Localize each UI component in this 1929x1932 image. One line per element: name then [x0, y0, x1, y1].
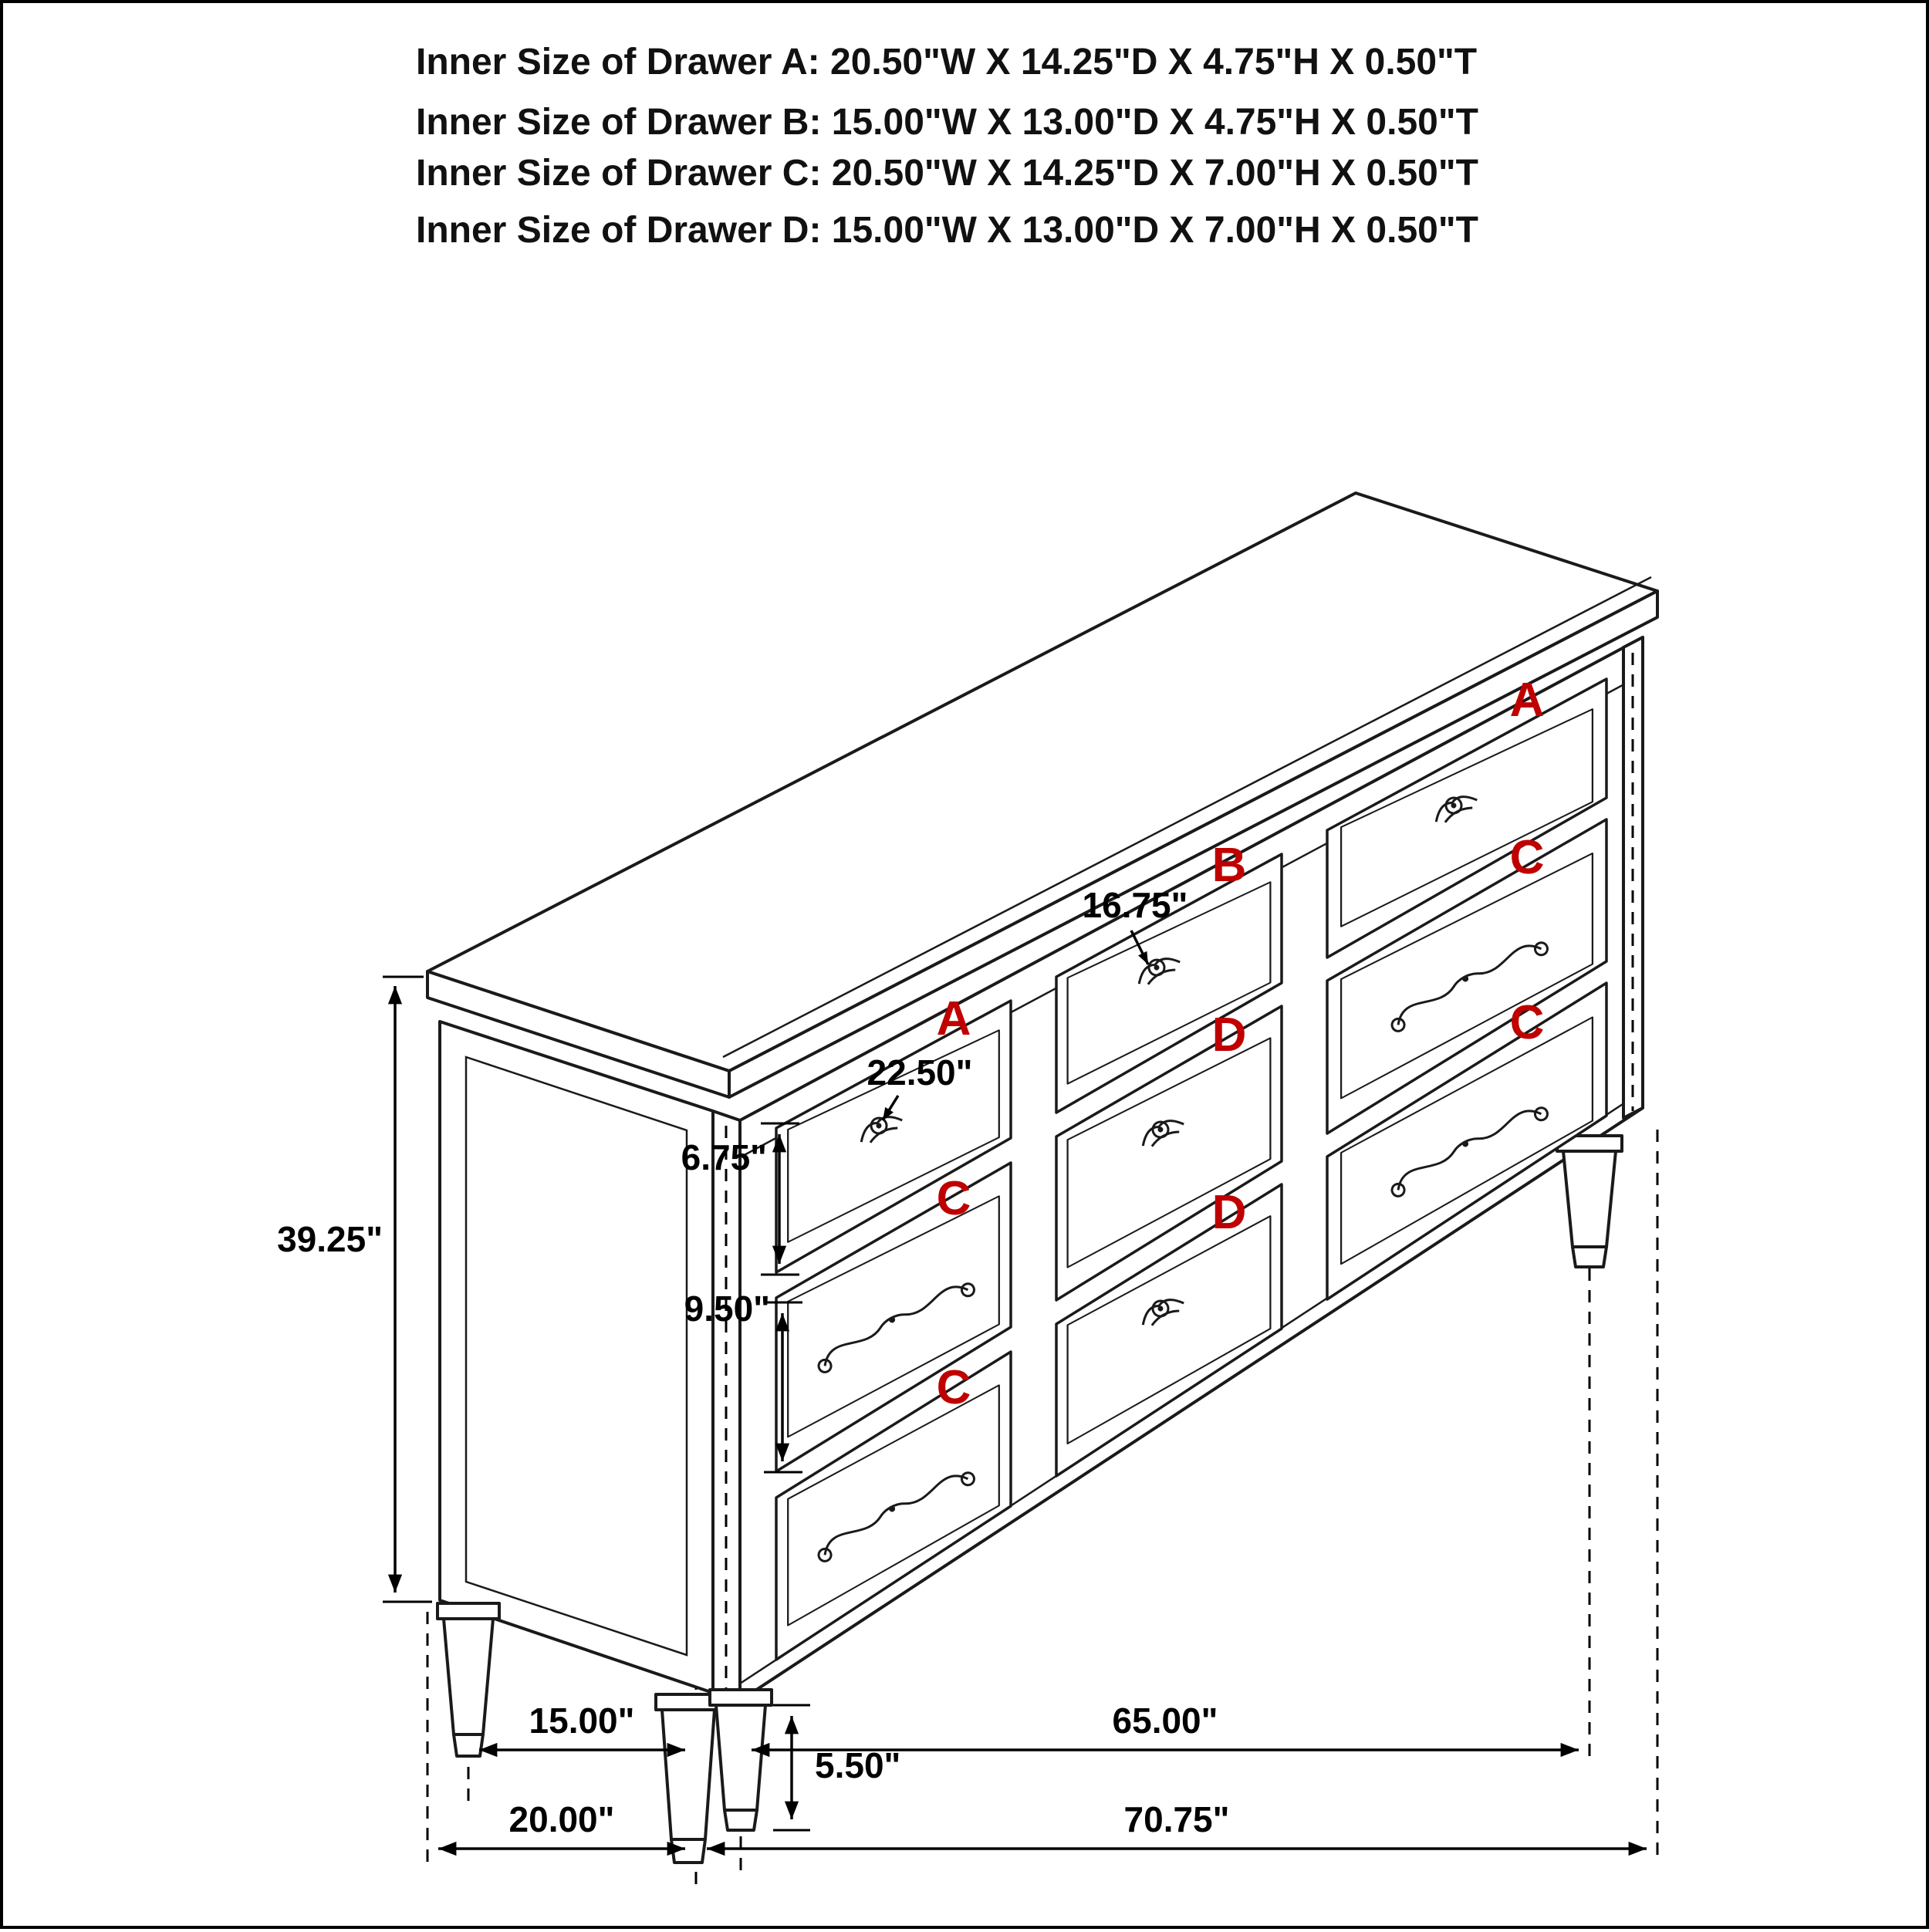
- dim-middle-drawer-width: 16.75": [1083, 885, 1188, 965]
- drawer-label-A-far: A: [1510, 674, 1545, 727]
- leg-front-left: [654, 1693, 722, 1864]
- drawers: A C C B D: [775, 674, 1608, 1661]
- header-line-drawer-b: Inner Size of Drawer B: 15.00"W X 13.00"…: [416, 102, 1478, 143]
- dim-leg-depth: 15.00": [479, 1701, 685, 1758]
- drawer-middle-top-B: B: [1055, 839, 1283, 1114]
- drawer-far-bottom-C: C: [1326, 981, 1608, 1301]
- dim-overall-height: 39.25": [277, 975, 432, 1603]
- dim-text-side-drawer-width: 22.50": [867, 1052, 973, 1093]
- dim-text-leg-depth: 15.00": [529, 1701, 635, 1741]
- dim-text-leg-height: 5.50": [815, 1745, 900, 1785]
- dimension-annotations: 39.25" 16.75" 22.50" 6.75" 9.50": [277, 885, 1647, 1856]
- dim-leg-span-width: 65.00": [752, 1701, 1579, 1758]
- dim-side-drawer-width: 22.50": [867, 1052, 973, 1121]
- leg-near-front: [708, 1688, 773, 1832]
- drawer-middle-middle-D: D: [1055, 1005, 1283, 1302]
- dim-leg-height: 5.50": [773, 1704, 900, 1832]
- drawer-near-bottom-C: C: [775, 1350, 1012, 1661]
- drawer-middle-bottom-D: D: [1055, 1183, 1283, 1478]
- header-line-drawer-a: Inner Size of Drawer A: 20.50"W X 14.25"…: [416, 42, 1477, 83]
- drawer-label-D-bottom: D: [1212, 1186, 1247, 1239]
- top-left-edge-band: [426, 970, 731, 1099]
- dim-text-overall-width: 70.75": [1124, 1799, 1230, 1839]
- dim-text-overall-depth: 20.00": [509, 1799, 615, 1839]
- dim-overall-width: 70.75": [707, 1799, 1647, 1856]
- dresser-legs: [436, 1134, 1623, 1864]
- header-line-drawer-c: Inner Size of Drawer C: 20.50"W X 14.25"…: [416, 153, 1478, 194]
- drawer-label-B: B: [1212, 839, 1247, 892]
- drawer-label-C-near-middle: C: [937, 1172, 971, 1225]
- header-line-drawer-d: Inner Size of Drawer D: 15.00"W X 13.00"…: [416, 210, 1478, 251]
- leg-back-left: [436, 1602, 501, 1758]
- dim-text-middle-drawer-width: 16.75": [1083, 885, 1188, 925]
- drawer-label-D-middle: D: [1212, 1008, 1247, 1062]
- header-text-block: Inner Size of Drawer A: 20.50"W X 14.25"…: [416, 42, 1478, 251]
- leg-far-right: [1556, 1134, 1623, 1268]
- dim-text-leg-span-width: 65.00": [1113, 1701, 1218, 1741]
- end-panel-inner-frame: [465, 1056, 688, 1657]
- drawer-label-C-far-middle: C: [1510, 831, 1545, 884]
- drawer-far-middle-C: C: [1326, 818, 1608, 1135]
- drawer-label-C-near-bottom: C: [937, 1361, 971, 1414]
- drawer-far-top-A: A: [1326, 674, 1608, 959]
- drawer-label-A-near: A: [937, 992, 971, 1045]
- end-panel: [438, 1020, 715, 1694]
- dim-overall-depth: 20.00": [438, 1799, 685, 1856]
- dresser-dimension-diagram: Inner Size of Drawer A: 20.50"W X 14.25"…: [277, 42, 1659, 1890]
- dim-text-top-drawer-height: 6.75": [681, 1137, 767, 1177]
- top-face-edge-detail: [722, 576, 1652, 1059]
- dim-top-drawer-height: 6.75": [681, 1122, 799, 1276]
- dim-text-overall-height: 39.25": [277, 1219, 383, 1259]
- dim-text-lower-drawer-height: 9.50": [684, 1289, 770, 1329]
- dim-lower-drawer-height: 9.50": [684, 1289, 802, 1474]
- drawer-label-C-far-bottom: C: [1510, 996, 1545, 1049]
